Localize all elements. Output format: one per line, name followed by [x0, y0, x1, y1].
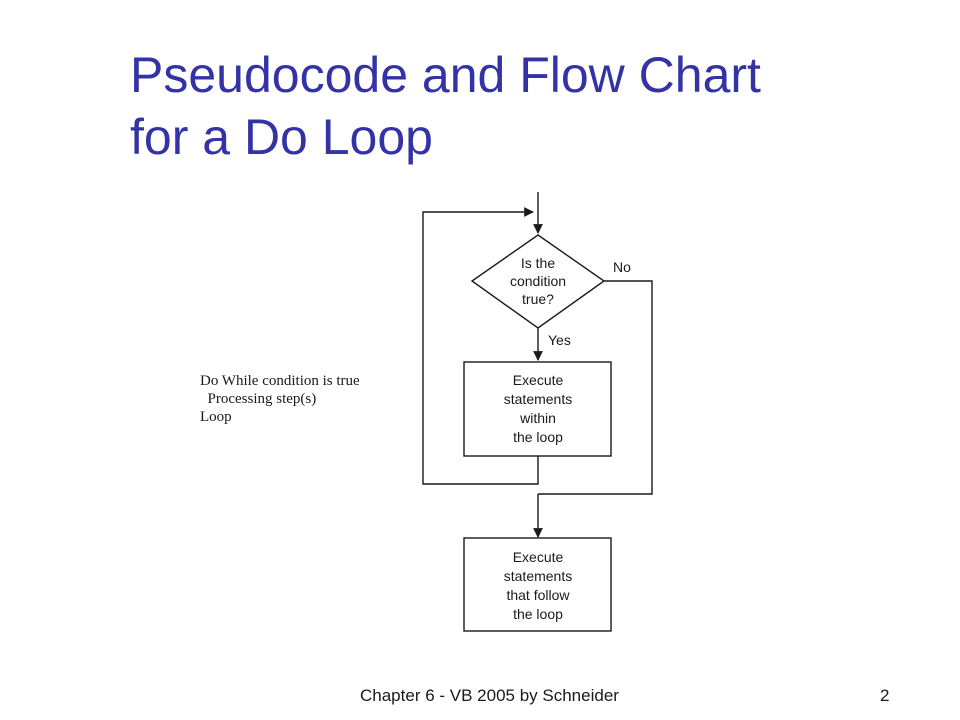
- loop-body-box: [463, 361, 612, 457]
- slide-title: Pseudocode and Flow Chart for a Do Loop: [130, 44, 930, 168]
- slide-title-line-1: Pseudocode and Flow Chart: [130, 47, 761, 103]
- loop-body-text: statements: [504, 391, 572, 407]
- decision-text: true?: [522, 291, 554, 307]
- footer-text: Chapter 6 - VB 2005 by Schneider: [360, 686, 619, 705]
- decision-diamond: [470, 234, 606, 329]
- after-loop-box: [463, 537, 612, 632]
- slide-title-line-2: for a Do Loop: [130, 109, 433, 165]
- after-loop-text: the loop: [513, 606, 563, 622]
- after-loop-text: Execute: [513, 549, 564, 565]
- loop-body-text: within: [519, 410, 556, 426]
- after-loop-text: that follow: [506, 587, 570, 603]
- pseudocode-line: Loop: [200, 409, 232, 425]
- pseudocode-block: Do While condition is true Processing st…: [200, 372, 360, 426]
- slide-number: 2: [880, 686, 890, 705]
- no-path-line: [538, 280, 653, 495]
- after-loop-text: statements: [504, 568, 572, 584]
- pseudocode-line: Processing step(s): [200, 391, 317, 407]
- no-label: No: [613, 259, 631, 275]
- loop-body-text: the loop: [513, 429, 563, 445]
- yes-label: Yes: [548, 332, 571, 348]
- decision-text: condition: [510, 273, 566, 289]
- decision-text: Is the: [521, 255, 555, 271]
- loop-body-text: Execute: [513, 372, 564, 388]
- pseudocode-line: Do While condition is true: [200, 373, 360, 389]
- loop-back-arrow: [422, 207, 539, 485]
